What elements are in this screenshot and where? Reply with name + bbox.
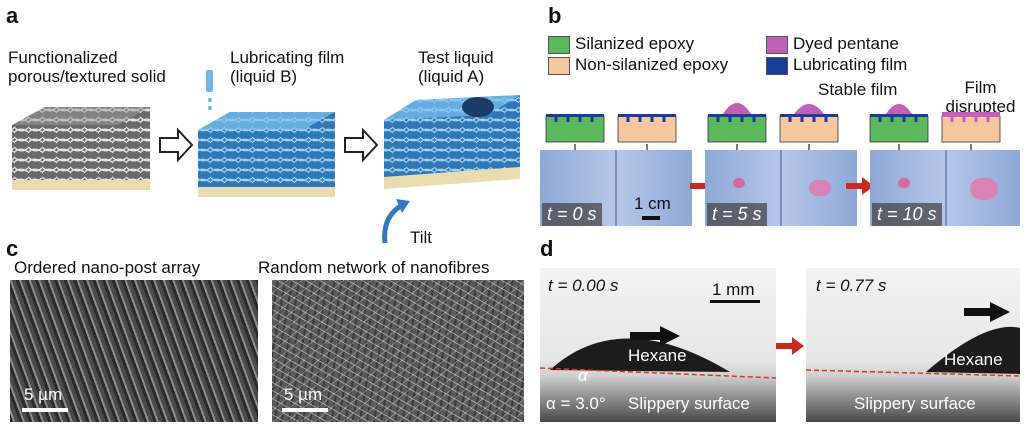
stable-film-label: Stable film (818, 80, 898, 99)
legend-non-silanized: Non-silanized epoxy (575, 55, 729, 74)
process-arrow-2 (344, 127, 379, 163)
time-label-t10: t = 10 s (872, 203, 942, 226)
panel-d-label: d (540, 236, 554, 261)
panel-a-illustration (12, 70, 520, 244)
surface-label-right: Slippery surface (854, 394, 976, 413)
scale-label-nanofibre: 5 µm (284, 385, 323, 404)
schematic-silanized-t5 (707, 103, 767, 143)
step3-caption: Test liquid (liquid A) (418, 48, 494, 86)
scale-label-nano-post: 5 µm (24, 385, 63, 404)
schematic-non-silanized-t0 (617, 114, 677, 143)
panel-b-schematics (545, 103, 1001, 150)
hexane-frame-left (540, 268, 776, 422)
time-label-t0: t = 0 s (542, 203, 602, 226)
scale-bar-1cm (642, 216, 660, 220)
legend-film: Lubricating film (793, 55, 908, 74)
lubricated-block (198, 112, 335, 197)
nano-post-sem-image (10, 280, 258, 422)
time-left: t = 0.00 s (548, 276, 619, 295)
alpha-value: α = 3.0° (546, 394, 606, 413)
film-disrupted-label: Film disrupted (945, 78, 1016, 116)
tilted-block (384, 95, 520, 189)
step1-caption: Functionalized porous/textured solid (8, 48, 166, 86)
step2-caption: Lubricating film (liquid B) (230, 48, 345, 86)
panel-a-label: a (6, 3, 19, 28)
legend-swatch-pentane (766, 36, 788, 54)
surface-label-left: Slippery surface (628, 394, 750, 413)
red-arrow-2 (846, 177, 874, 195)
scale-bar-nanofibre (282, 408, 328, 412)
nanofibre-title: Random network of nanofibres (258, 258, 490, 277)
scale-bar-1mm (710, 300, 760, 303)
nanofibre-sem-image (272, 280, 524, 422)
schematic-non-silanized-t5 (779, 104, 839, 143)
schematic-silanized-t0 (545, 114, 605, 143)
hexane-frame-right (806, 268, 1020, 422)
hexane-label-right: Hexane (944, 350, 1003, 369)
legend-silanized: Silanized epoxy (575, 34, 695, 53)
panel-c-label: c (6, 236, 19, 261)
legend-swatch-non-silanized (548, 57, 570, 75)
time-label-t5: t = 5 s (707, 203, 767, 226)
panel-b-label: b (548, 3, 562, 28)
red-arrow-3 (776, 337, 804, 355)
scale-label-1mm: 1 mm (712, 280, 755, 299)
scale-bar-nano-post (22, 408, 68, 412)
scale-label-1cm: 1 cm (634, 194, 671, 213)
legend-pentane: Dyed pentane (793, 34, 899, 53)
tilt-arrow-icon (382, 199, 410, 244)
schematic-silanized-t10 (869, 104, 929, 143)
lubricant-dropper (206, 70, 213, 110)
porous-solid-block (12, 107, 150, 190)
nano-post-title: Ordered nano-post array (14, 258, 201, 277)
alpha-symbol: α (578, 366, 588, 385)
time-right: t = 0.77 s (816, 276, 887, 295)
tilt-label: Tilt (410, 228, 433, 247)
process-arrow-1 (159, 127, 194, 163)
hexane-label-left: Hexane (628, 346, 687, 365)
legend-swatch-silanized (548, 36, 570, 54)
legend-swatch-film (766, 57, 788, 75)
schematic-non-silanized-t10 (941, 112, 1001, 143)
